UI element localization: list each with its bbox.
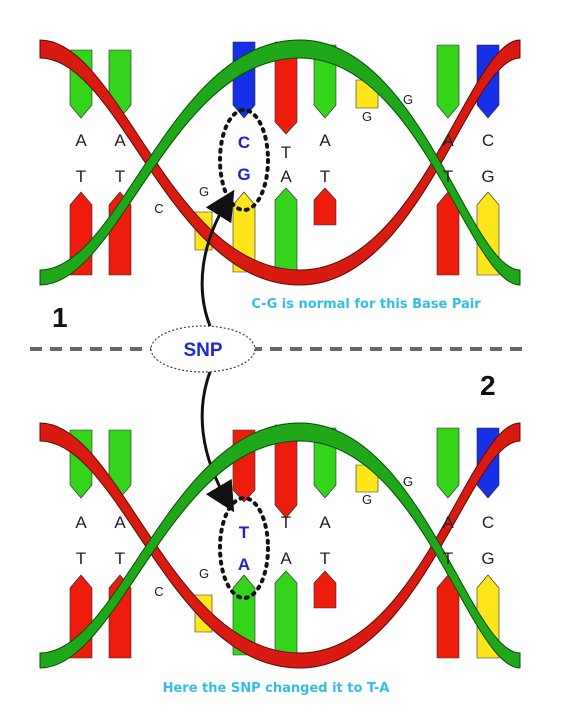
snp-arrow-down (200, 371, 235, 513)
dna-strand-red (39, 39, 521, 286)
small-letter: G (199, 566, 209, 581)
base-letter: A (280, 549, 292, 568)
base-letters-bottom-2: T T A T T G (76, 549, 495, 568)
small-letter: C (154, 201, 163, 216)
base-bar (313, 570, 337, 609)
snp-highlight-ellipse-2 (218, 496, 270, 600)
base-letter: T (320, 549, 330, 568)
snp-base-bottom-1: G (237, 165, 250, 184)
snp-base-top-2: T (239, 523, 250, 542)
base-letter: C (482, 513, 494, 532)
base-letter: G (481, 167, 494, 186)
base-letter: A (114, 131, 126, 150)
base-bars-bottom-1 (69, 187, 500, 276)
small-letter: G (403, 474, 413, 489)
base-letter: A (442, 131, 454, 150)
panel-number-2: 2 (480, 370, 496, 401)
base-letter: T (76, 549, 86, 568)
base-letter: A (319, 513, 331, 532)
dna-strand-green (39, 422, 521, 669)
base-letter: A (75, 513, 87, 532)
base-bar (436, 191, 460, 276)
base-letter: A (319, 131, 331, 150)
base-letters-top-2: A A T A A C (75, 513, 494, 532)
snp-arrow-up (200, 189, 235, 327)
snp-label: SNP (183, 340, 222, 361)
small-letter: G (199, 184, 209, 199)
dna-strand-green (39, 39, 521, 286)
base-letter: T (443, 549, 453, 568)
base-letter: T (281, 143, 291, 162)
small-letter: G (362, 109, 372, 124)
base-letter: T (115, 167, 125, 186)
base-letters-bottom-1: T T A T T G T (76, 143, 495, 186)
base-bar (313, 187, 337, 226)
base-letter: T (115, 549, 125, 568)
base-bars-bottom-2 (69, 570, 500, 659)
snp-base-bottom-2: A (238, 555, 250, 574)
base-bar (274, 570, 298, 659)
caption-2: Here the SNP changed it to T-A (163, 681, 390, 696)
base-letter: A (114, 513, 126, 532)
base-letter: A (280, 167, 292, 186)
small-letters-1: C G G G (154, 92, 413, 216)
snp-highlight-ellipse-1 (218, 108, 270, 212)
base-letters-top-1: A A A A C (75, 131, 494, 150)
base-bar (274, 187, 298, 276)
base-bar (436, 574, 460, 659)
panel-number-1: 1 (52, 302, 68, 333)
base-letter: A (75, 131, 87, 150)
base-bars-top-2 (69, 424, 500, 519)
small-letter: G (403, 92, 413, 107)
snp-bubble (150, 325, 256, 373)
base-letter: G (481, 549, 494, 568)
base-letter: T (76, 167, 86, 186)
base-bar (436, 427, 460, 499)
base-letter: T (443, 167, 453, 186)
base-bar (436, 44, 460, 119)
base-letter: T (320, 167, 330, 186)
base-letter: A (442, 513, 454, 532)
dna-helix-panel-1: A A A A C T T A T T G T C G G G C G (39, 39, 521, 286)
small-letter: G (362, 492, 372, 507)
base-letter: T (281, 513, 291, 532)
dna-strand-red (39, 422, 521, 669)
base-letter: C (482, 131, 494, 150)
small-letters-2: C G G G (154, 474, 413, 599)
snp-base-top-1: C (238, 133, 250, 152)
caption-1: C-G is normal for this Base Pair (251, 297, 481, 312)
small-letter: C (154, 584, 163, 599)
dna-helix-panel-2: A A T A A C T T A T T G C G G G T A (39, 422, 521, 669)
